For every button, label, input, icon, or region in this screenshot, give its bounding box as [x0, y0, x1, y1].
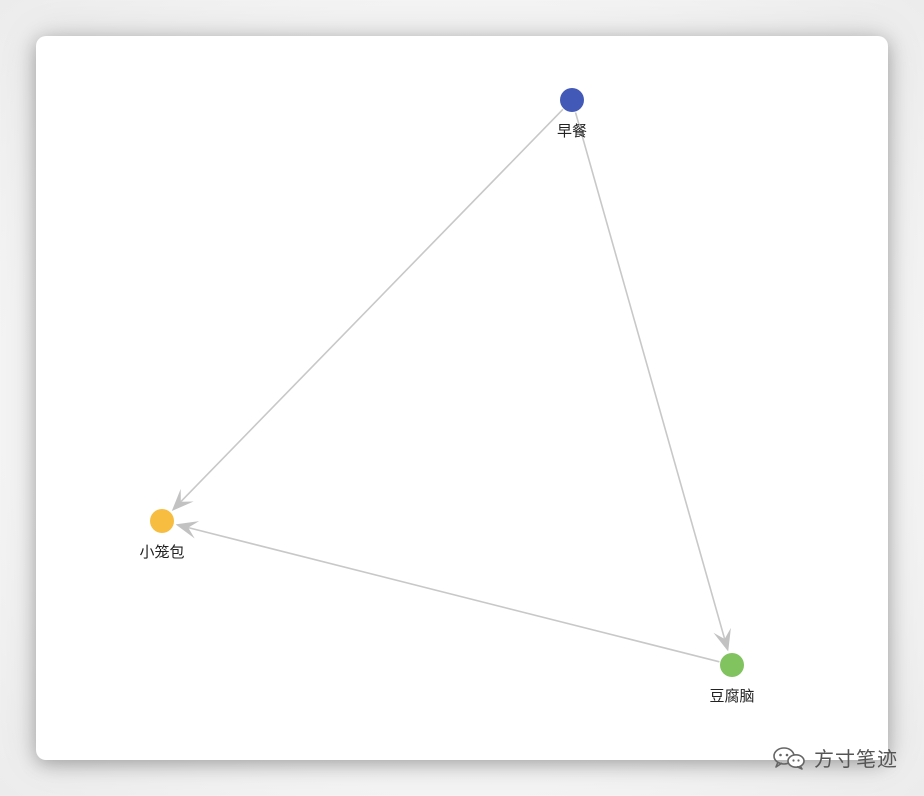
node-label-xiaolongbao: 小笼包	[139, 543, 184, 561]
arrowhead-xiaolongbao	[175, 521, 200, 539]
edges-layer	[171, 108, 731, 663]
node-circle-xiaolongbao[interactable]	[150, 509, 174, 533]
edge-tofu-to-xiaolongbao[interactable]	[185, 526, 720, 663]
node-label-tofu: 豆腐脑	[709, 687, 754, 705]
arrowhead-tofu	[713, 627, 731, 652]
node-circle-breakfast[interactable]	[560, 88, 584, 112]
edge-breakfast-to-xiaolongbao[interactable]	[178, 108, 564, 505]
watermark-text: 方寸笔迹	[814, 747, 898, 771]
node-breakfast[interactable]: 早餐	[557, 88, 587, 140]
graph-card: 早餐小笼包豆腐脑	[36, 36, 888, 760]
node-tofu[interactable]: 豆腐脑	[709, 653, 755, 705]
node-circle-tofu[interactable]	[720, 653, 744, 677]
node-label-breakfast: 早餐	[557, 122, 587, 140]
arrowhead-xiaolongbao	[171, 488, 194, 511]
watermark: 方寸笔迹	[772, 743, 898, 772]
edge-breakfast-to-tofu[interactable]	[574, 112, 727, 643]
node-xiaolongbao[interactable]: 小笼包	[139, 509, 185, 561]
wechat-icon	[773, 746, 805, 770]
